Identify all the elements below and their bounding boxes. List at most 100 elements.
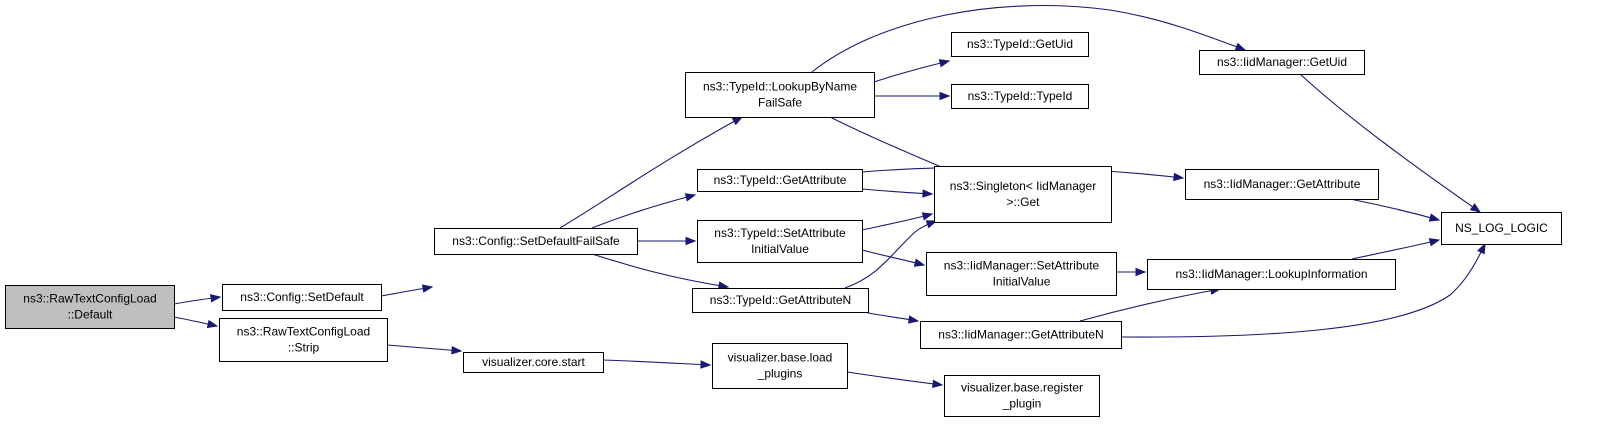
edge-arrowhead [1469, 203, 1482, 213]
edge-iid_getattributen-to-ns_log_logic [1120, 242, 1486, 338]
edge-arrowhead [684, 193, 697, 202]
node-label-line: ns3::TypeId::SetAttribute [714, 226, 846, 240]
edge-typeid_lookupbyname-to-typeid_typeid [873, 91, 951, 101]
edge-line [559, 116, 743, 229]
node-ns-log-logic[interactable]: NS_LOG_LOGIC [1441, 212, 1562, 245]
node-vis-base-register[interactable]: visualizer.base.register _plugin [944, 375, 1100, 417]
node-box [222, 284, 382, 311]
edge-config_setdefaultfailsafe-to-typeid_getattribute [591, 193, 697, 229]
edge-arrowhead [1234, 42, 1247, 51]
edge-arrowhead [938, 59, 951, 68]
node-label-line: NS_LOG_LOGIC [1455, 221, 1548, 235]
edge-arrowhead [206, 319, 219, 329]
edge-iid_lookupinfo-to-ns_log_logic [1351, 238, 1441, 260]
node-box [219, 318, 388, 362]
node-label-line: ns3::TypeId::LookupByName [703, 80, 857, 94]
node-label-line: visualizer.core.start [482, 355, 585, 369]
edge-line [873, 60, 950, 83]
edge-iid_getuid-to-ns_log_logic [1299, 73, 1482, 213]
node-iid-getattributen[interactable]: ns3::IidManager::GetAttributeN [920, 321, 1122, 349]
node-box [712, 343, 848, 389]
edge-rtcl_strip-to-vis_core_start [386, 344, 463, 355]
node-typeid-getuid[interactable]: ns3::TypeId::GetUid [951, 32, 1089, 57]
node-label-line: ns3::TypeId::GetAttributeN [710, 293, 851, 307]
node-iid-getuid[interactable]: ns3::IidManager::GetUid [1199, 50, 1365, 75]
edge-typeid_lookupbyname-to-iid_getuid [811, 5, 1247, 73]
edge-typeid_setattrinit-to-singleton_get [861, 212, 934, 231]
edge-typeid_lookupbyname-to-typeid_getuid [873, 59, 951, 83]
node-label-line: visualizer.base.load [728, 351, 833, 365]
edge-config_setdefaultfailsafe-to-typeid_setattrinit [637, 236, 697, 246]
node-iid-setattrinit[interactable]: ns3::IidManager::SetAttributeInitialValu… [926, 252, 1117, 296]
node-vis-base-load[interactable]: visualizer.base.load _plugins [712, 343, 848, 389]
edge-arrowhead [421, 284, 434, 293]
node-label-line: InitialValue [993, 275, 1051, 289]
node-config-setdefaultfailsafe[interactable]: ns3::Config::SetDefaultFailSafe [434, 228, 638, 255]
node-iid-lookupinfo[interactable]: ns3::IidManager::LookupInformation [1147, 259, 1396, 290]
edge-line [1079, 288, 1221, 322]
edge-arrowhead [210, 294, 222, 303]
edge-arrowhead [451, 346, 463, 355]
node-box [697, 169, 863, 192]
edge-vis_base_load-to-vis_base_register [846, 371, 944, 389]
edge-arrowhead [907, 315, 920, 324]
node-vis-core-start[interactable]: visualizer.core.start [463, 352, 604, 373]
node-box [951, 32, 1089, 57]
call-graph-edges [173, 5, 1486, 389]
node-box [926, 252, 1117, 296]
node-label-line: visualizer.base.register [961, 381, 1083, 395]
node-rtcl-default[interactable]: ns3::RawTextConfigLoad::Default [5, 285, 175, 329]
edge-rtcl_default-to-config_setdefault [173, 294, 222, 305]
node-label-line: _plugins [757, 367, 803, 381]
node-box [1199, 50, 1365, 75]
node-label-line: _plugin [1002, 397, 1042, 411]
edge-line [602, 359, 711, 366]
edge-vis_core_start-to-vis_base_load [602, 359, 712, 369]
edge-line [861, 249, 925, 266]
node-box [951, 84, 1089, 109]
edge-typeid_getattributen-to-iid_getattributen [867, 312, 920, 324]
node-box [692, 288, 869, 313]
node-config-setdefault[interactable]: ns3::Config::SetDefault [222, 284, 382, 311]
edge-line [846, 371, 943, 386]
node-label-line: InitialValue [751, 242, 809, 256]
edge-line [386, 344, 462, 352]
edge-arrowhead [1428, 213, 1441, 222]
node-typeid-typeid[interactable]: ns3::TypeId::TypeId [951, 84, 1089, 109]
node-rtcl-strip[interactable]: ns3::RawTextConfigLoad::Strip [219, 318, 388, 362]
node-typeid-getattributen[interactable]: ns3::TypeId::GetAttributeN [692, 288, 869, 313]
node-box [920, 321, 1122, 349]
node-singleton-get[interactable]: ns3::Singleton< IidManager>::Get [934, 166, 1112, 223]
edge-config_setdefault-to-config_setdefaultfailsafe [380, 284, 434, 297]
node-iid-getattribute[interactable]: ns3::IidManager::GetAttribute [1185, 169, 1379, 200]
edge-line [1120, 243, 1486, 338]
node-label-line: ns3::Config::SetDefaultFailSafe [452, 234, 620, 248]
edge-typeid_getattributen-to-singleton_get [844, 220, 938, 289]
edge-arrowhead [700, 360, 712, 369]
edge-typeid_getattribute-to-singleton_get [861, 188, 934, 198]
node-label-line: FailSafe [758, 96, 802, 110]
edge-line [811, 5, 1246, 73]
node-box [944, 375, 1100, 417]
node-label-line: ::Default [68, 308, 113, 322]
node-typeid-getattribute[interactable]: ns3::TypeId::GetAttribute [697, 169, 863, 192]
node-box [5, 285, 175, 329]
node-label-line: ns3::IidManager::GetAttribute [1204, 177, 1361, 191]
node-label-line: ns3::Config::SetDefault [240, 290, 364, 304]
node-label-line: ::Strip [288, 341, 320, 355]
edge-line [1299, 73, 1481, 213]
node-label-line: ns3::RawTextConfigLoad [237, 325, 370, 339]
edge-line [1351, 239, 1440, 260]
edge-arrowhead [922, 189, 934, 198]
edge-arrowhead [913, 258, 926, 267]
edge-line [591, 194, 696, 229]
edge-arrowhead [925, 220, 938, 229]
node-box [1147, 259, 1396, 290]
edge-typeid_setattrinit-to-iid_setattrinit [861, 249, 926, 267]
edge-arrowhead [921, 212, 934, 221]
edge-line [591, 253, 729, 288]
edge-line [861, 188, 933, 195]
